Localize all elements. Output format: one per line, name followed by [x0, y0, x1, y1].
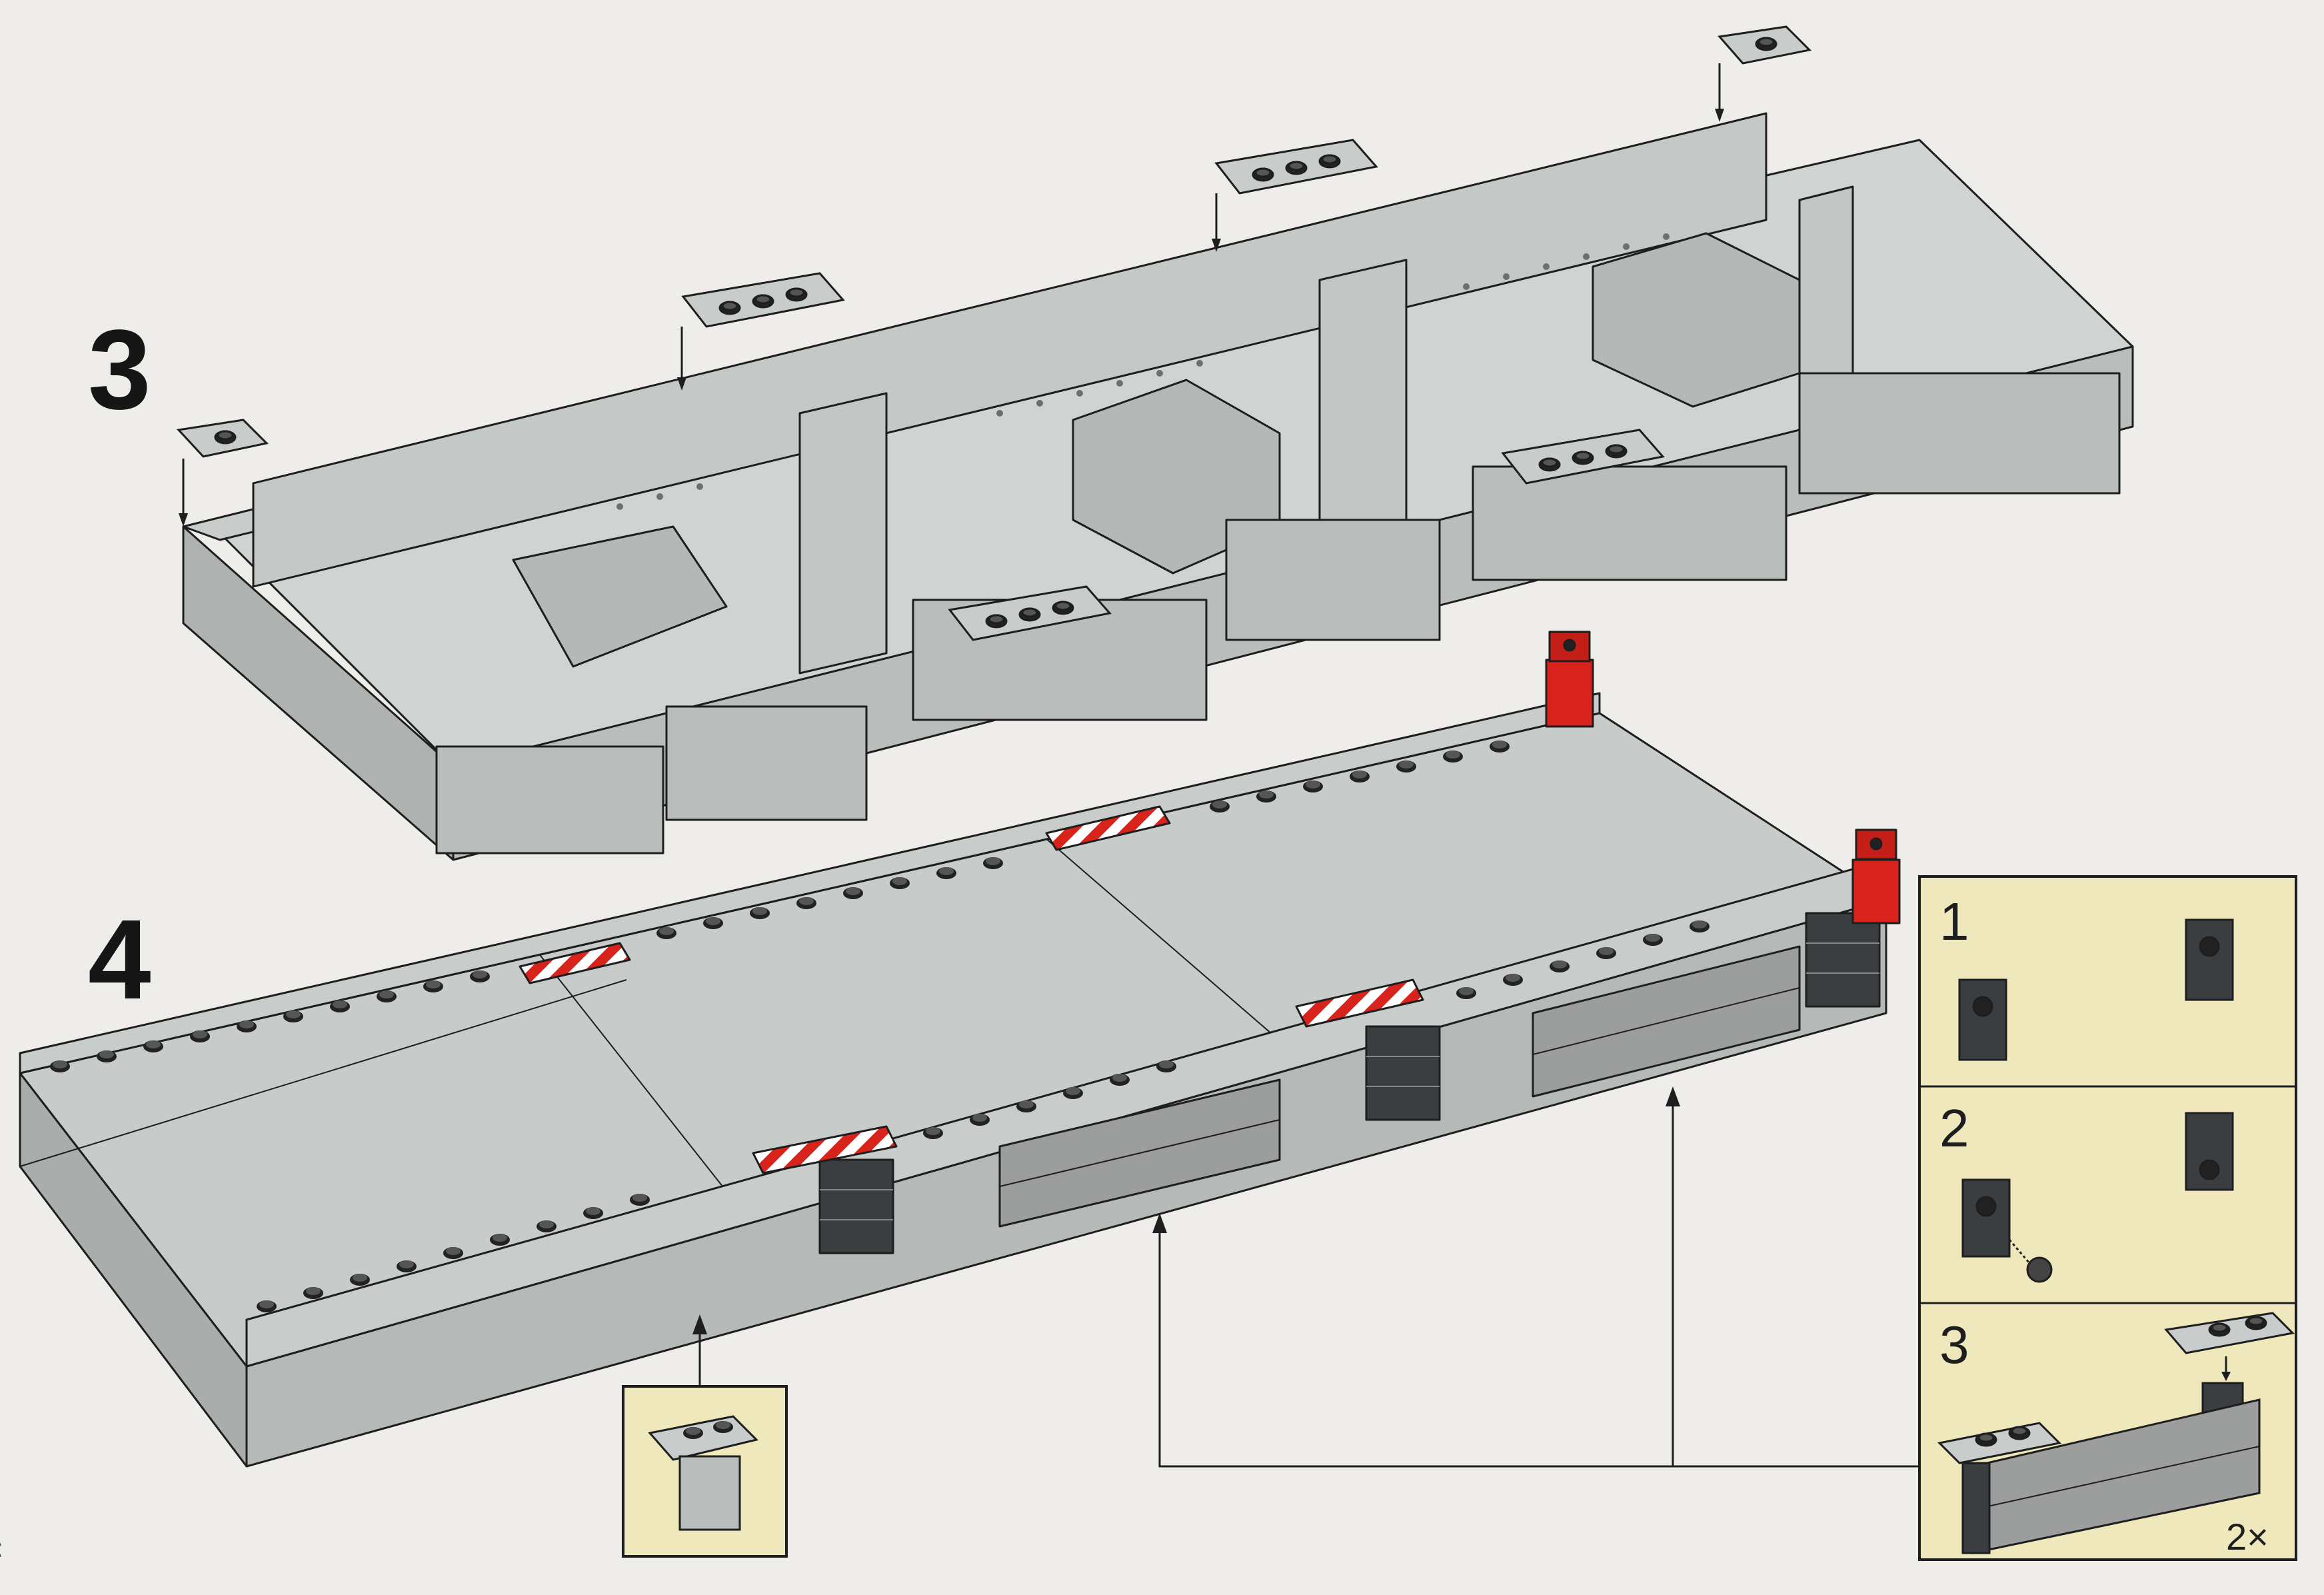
red-brick-icon [1851, 828, 1901, 924]
plate-1x3-c [1501, 429, 1665, 485]
red-brick-icon [1545, 631, 1594, 728]
plate-1x3-b [1214, 139, 1378, 195]
plate-1x2-a [176, 419, 269, 458]
hazard-stripe-icon [519, 942, 631, 984]
hazard-stripe-icon [1045, 805, 1171, 851]
quantity-multiplier: 2× [2226, 1516, 2269, 1558]
page-number: 11 [0, 1538, 5, 1562]
plate-1x2-b [1718, 25, 1812, 65]
substep-1-number: 1 [1939, 892, 1969, 951]
substep-3-number: 3 [1939, 1315, 1969, 1374]
down-arrow-icon [1212, 193, 1221, 252]
down-arrow-icon [677, 327, 686, 391]
step3-loose-plates [176, 25, 1812, 641]
up-arrow-icon [1666, 1086, 1680, 1106]
callout-connectors [1158, 1106, 1919, 1468]
plate-1x3-a [681, 272, 845, 328]
substep1-bricks [1958, 918, 2234, 1061]
step-4-number: 4 [88, 896, 151, 1023]
step3-ramp-box [512, 525, 728, 668]
substep2-bricks [1961, 1112, 2234, 1283]
down-arrow-icon [1715, 63, 1724, 122]
step3-back-wall [252, 112, 1767, 588]
substep-panel: 1 2 3 2× [1918, 875, 2297, 1561]
plate-1x3-d [948, 585, 1112, 641]
step-3-number: 3 [88, 307, 151, 433]
up-arrow-icon [692, 1314, 707, 1386]
step3-base-assembly [182, 112, 2134, 861]
down-arrow-icon [179, 459, 188, 527]
hazard-stripe-icon [1295, 978, 1424, 1028]
hazard-stripe-icon [752, 1125, 898, 1174]
t-piece-callout [622, 1385, 788, 1558]
substep-2-number: 2 [1939, 1098, 1969, 1158]
substep3-assembly [1937, 1312, 2295, 1554]
up-arrow-icon [1152, 1213, 1167, 1233]
step4-deck-assembly [19, 631, 1901, 1468]
